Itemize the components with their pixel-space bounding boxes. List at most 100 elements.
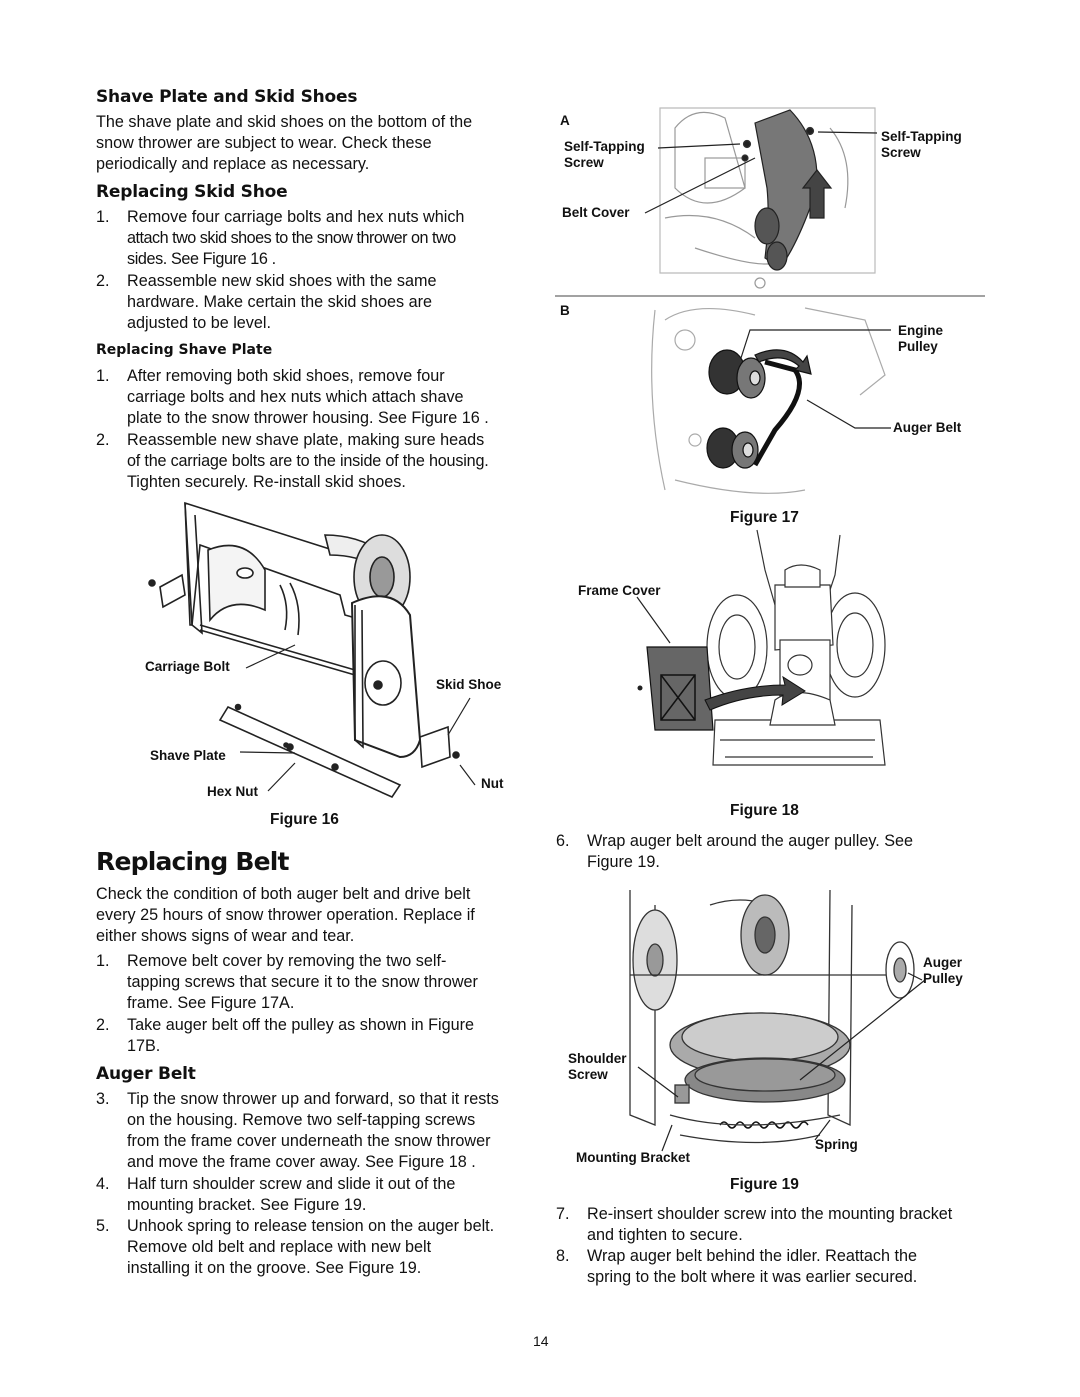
list-text: Reassemble new shave plate, making sure … <box>127 430 489 493</box>
list-line: of the carriage bolts are to the inside … <box>127 452 489 470</box>
intro-line: snow thrower are subject to wear. Check … <box>96 134 432 152</box>
label-line: Auger <box>923 955 963 970</box>
list-number: 1. <box>96 952 110 970</box>
figure-19-caption: Figure 19 <box>730 1176 799 1193</box>
label-skid-shoe: Skid Shoe <box>436 677 502 692</box>
figure-19-illustration <box>629 889 926 1152</box>
list-line: on the housing. Remove two self-tapping … <box>127 1111 476 1129</box>
list-line: mounting bracket. See Figure 19. <box>127 1196 367 1214</box>
heading-shave-plate-skid-shoes: Shave Plate and Skid Shoes <box>96 87 358 107</box>
label-line: Shoulder <box>568 1051 627 1066</box>
intro-line: The shave plate and skid shoes on the bo… <box>96 113 473 131</box>
list-number: 1. <box>96 367 110 385</box>
label-hex-nut: Hex Nut <box>207 784 259 799</box>
list-text: Unhook spring to release tension on the … <box>127 1216 494 1279</box>
list-line: Take auger belt off the pulley as shown … <box>127 1016 475 1034</box>
heading-replacing-skid-shoe: Replacing Skid Shoe <box>96 182 288 202</box>
figure-17-caption: Figure 17 <box>730 509 799 526</box>
label-self-tapping-screw-right: Self-Tapping Screw <box>881 129 962 161</box>
list-line: Remove old belt and replace with new bel… <box>127 1238 432 1256</box>
label-frame-cover: Frame Cover <box>578 583 661 598</box>
figure-16-illustration <box>148 501 476 799</box>
list-line: installing it on the groove. See Figure … <box>127 1259 422 1277</box>
label-nut: Nut <box>481 776 504 791</box>
list-line: carriage bolts and hex nuts which attach… <box>127 388 464 406</box>
figure-17b-illustration <box>651 307 891 494</box>
list-line: Reassemble new shave plate, making sure … <box>127 431 485 449</box>
list-text: Take auger belt off the pulley as shown … <box>127 1015 474 1057</box>
list-line: Unhook spring to release tension on the … <box>127 1217 495 1235</box>
intro-paragraph: The shave plate and skid shoes on the bo… <box>96 112 472 175</box>
list-line: 17B. <box>127 1037 161 1055</box>
figure-17a-illustration <box>555 107 985 297</box>
list-line: from the frame cover underneath the snow… <box>127 1132 491 1150</box>
list-line: Remove four carriage bolts and hex nuts … <box>127 208 465 226</box>
list-line: spring to the bolt where it was earlier … <box>587 1268 918 1286</box>
list-line: Re-insert shoulder screw into the mounti… <box>587 1205 953 1223</box>
list-text: After removing both skid shoes, remove f… <box>127 366 489 429</box>
label-mounting-bracket: Mounting Bracket <box>576 1150 691 1165</box>
heading-auger-belt: Auger Belt <box>96 1064 196 1084</box>
label-a: A <box>560 113 570 128</box>
list-number: 2. <box>96 1016 110 1034</box>
label-engine-pulley: Engine Pulley <box>898 323 943 355</box>
list-number: 4. <box>96 1175 110 1193</box>
label-line: Screw <box>881 145 921 160</box>
list-line: hardware. Make certain the skid shoes ar… <box>127 293 433 311</box>
label-line: Self-Tapping <box>564 139 645 154</box>
list-number: 1. <box>96 208 110 226</box>
list-line: and move the frame cover away. See Figur… <box>127 1153 476 1171</box>
list-line: tapping screws that secure it to the sno… <box>127 973 478 991</box>
list-line: and tighten to secure. <box>587 1226 743 1244</box>
figure-18-illustration <box>636 529 886 766</box>
list-line: adjusted to be level. <box>127 314 271 332</box>
heading-replacing-belt: Replacing Belt <box>96 847 289 876</box>
list-line: Tighten securely. Re-install skid shoes. <box>127 473 406 491</box>
label-self-tapping-screw-left: Self-Tapping Screw <box>564 139 645 171</box>
label-line: Screw <box>564 155 604 170</box>
page-number: 14 <box>533 1333 549 1349</box>
label-auger-belt: Auger Belt <box>893 420 962 435</box>
list-line: Half turn shoulder screw and slide it ou… <box>127 1175 456 1193</box>
list-text: Reassemble new skid shoes with the same … <box>127 271 437 334</box>
list-number: 2. <box>96 431 110 449</box>
label-belt-cover: Belt Cover <box>562 205 630 220</box>
belt-line: either shows signs of wear and tear. <box>96 927 355 945</box>
label-line: Self-Tapping <box>881 129 962 144</box>
list-number: 7. <box>556 1205 570 1223</box>
list-text: Remove four carriage bolts and hex nuts … <box>127 207 464 270</box>
list-number: 2. <box>96 272 110 290</box>
list-line: frame. See Figure 17A. <box>127 994 295 1012</box>
belt-paragraph: Check the condition of both auger belt a… <box>96 884 475 947</box>
label-shoulder-screw: Shoulder Screw <box>568 1051 627 1083</box>
label-line: Engine <box>898 323 944 338</box>
heading-replacing-shave-plate: Replacing Shave Plate <box>96 342 273 358</box>
list-text: Remove belt cover by removing the two se… <box>127 951 478 1014</box>
label-line: Pulley <box>923 971 963 986</box>
list-number: 3. <box>96 1090 110 1108</box>
list-line: Wrap auger belt around the auger pulley.… <box>587 832 914 850</box>
belt-line: Check the condition of both auger belt a… <box>96 885 471 903</box>
figure-16-caption: Figure 16 <box>270 811 339 828</box>
list-text: Wrap auger belt around the auger pulley.… <box>587 831 913 873</box>
label-carriage-bolt: Carriage Bolt <box>145 659 230 674</box>
list-line: Remove belt cover by removing the two se… <box>127 952 447 970</box>
list-text: Wrap auger belt behind the idler. Reatta… <box>587 1246 917 1288</box>
list-text: Half turn shoulder screw and slide it ou… <box>127 1174 455 1216</box>
label-shave-plate: Shave Plate <box>150 748 226 763</box>
list-line: sides. See Figure 16 . <box>127 250 276 268</box>
list-text: Re-insert shoulder screw into the mounti… <box>587 1204 952 1246</box>
list-number: 6. <box>556 832 570 850</box>
figure-18-caption: Figure 18 <box>730 802 799 819</box>
belt-line: every 25 hours of snow thrower operation… <box>96 906 475 924</box>
list-line: Tip the snow thrower up and forward, so … <box>127 1090 499 1108</box>
list-number: 8. <box>556 1247 570 1265</box>
label-auger-pulley: Auger Pulley <box>923 955 963 987</box>
label-line: Screw <box>568 1067 608 1082</box>
list-line: Reassemble new skid shoes with the same <box>127 272 437 290</box>
label-line: Pulley <box>898 339 938 354</box>
list-line: After removing both skid shoes, remove f… <box>127 367 445 385</box>
label-spring: Spring <box>815 1137 858 1152</box>
list-number: 5. <box>96 1217 110 1235</box>
label-b: B <box>560 303 570 318</box>
